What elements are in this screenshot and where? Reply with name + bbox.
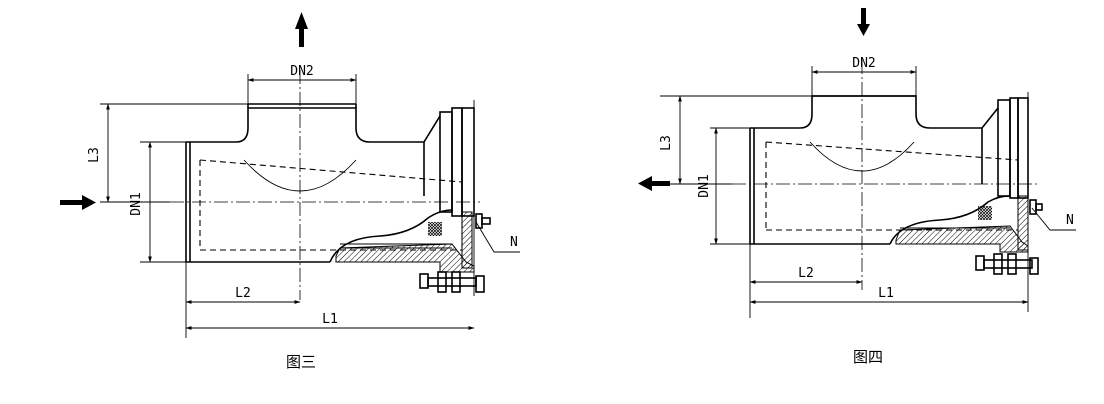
label-l3-2: L3 (659, 135, 674, 151)
figure-3-caption: 图三 (286, 353, 316, 371)
dim-dn2 (247, 74, 357, 104)
label-dn1-2: DN1 (697, 174, 712, 197)
figure-4-caption: 图四 (853, 348, 883, 366)
dim-l2 (185, 262, 301, 338)
cutaway-section (335, 211, 475, 273)
cutaway-section-2 (895, 195, 1029, 253)
label-n: N (510, 235, 518, 250)
tee-body-outline-2 (749, 95, 1011, 245)
label-n-2: N (1066, 213, 1074, 228)
bolt-assembly-icon-2 (975, 199, 1043, 275)
dim-l3-2 (660, 95, 812, 185)
label-dn1: DN1 (129, 192, 144, 215)
label-l1: L1 (322, 312, 338, 327)
dim-dn1-2 (710, 127, 750, 245)
bolt-assembly-icon (419, 213, 491, 293)
inlet-arrow-down-icon (857, 8, 870, 36)
screen-mesh-icon (428, 222, 442, 236)
label-dn2-2: DN2 (852, 56, 875, 71)
inlet-arrow-right-icon (60, 195, 96, 210)
dim-l3 (100, 103, 248, 203)
label-dn2: DN2 (290, 64, 313, 79)
dim-l2-2 (749, 244, 863, 318)
outlet-arrow-left-icon (638, 176, 670, 191)
figure-3: DN2 L3 DN1 L2 L1 N 图三 (60, 12, 520, 371)
figure-4: DN2 L3 DN1 L2 L1 N 图四 (638, 8, 1076, 366)
tee-body-outline (185, 103, 453, 263)
label-l2-2: L2 (798, 266, 814, 281)
outlet-arrow-up-icon (295, 12, 308, 47)
dim-dn1 (140, 141, 186, 263)
screen-mesh-icon-2 (978, 206, 992, 220)
label-l2: L2 (235, 286, 251, 301)
label-l3: L3 (87, 147, 102, 163)
dim-dn2-2 (811, 66, 917, 96)
label-l1-2: L1 (878, 286, 894, 301)
